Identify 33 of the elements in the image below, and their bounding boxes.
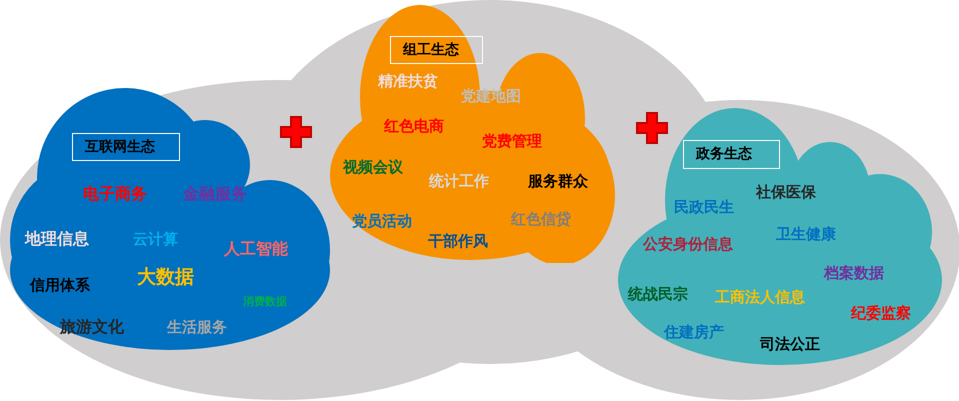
keyword-text: 卫生健康 [776, 225, 836, 243]
keyword-text: 档案数据 [824, 264, 884, 282]
keyword-text: 旅游文化 [60, 318, 124, 336]
keyword-text: 视频会议 [343, 158, 403, 176]
keyword-text: 社保医保 [756, 183, 816, 201]
heading-box: 组工生态 [390, 36, 483, 64]
keyword-text: 工商法人信息 [715, 288, 805, 306]
keyword-text: 统计工作 [429, 172, 489, 190]
keyword-text: 干部作风 [428, 232, 488, 250]
keyword-text: 民政民生 [674, 198, 734, 216]
heading-box: 互联网生态 [72, 133, 180, 161]
keyword-text: 生活服务 [167, 318, 227, 336]
heading-box: 政务生态 [683, 140, 780, 169]
keyword-text: 红色电商 [384, 117, 444, 135]
keyword-text: 消费数据 [243, 294, 287, 310]
keyword-text: 纪委监察 [851, 304, 911, 322]
keyword-text: 云计算 [133, 230, 178, 248]
keyword-text: 精准扶贫 [378, 72, 438, 90]
keyword-text: 司法公正 [760, 335, 820, 353]
keyword-text: 信用体系 [30, 276, 90, 294]
keyword-text: 党员活动 [352, 212, 412, 230]
keyword-text: 金融服务 [183, 185, 247, 203]
keyword-text: 党建地图 [461, 87, 521, 105]
keyword-text: 红色信贷 [511, 210, 571, 228]
keyword-text: 大数据 [137, 268, 194, 286]
keyword-text: 统战民宗 [628, 285, 688, 303]
keyword-text: 服务群众 [528, 172, 588, 190]
keyword-text: 人工智能 [224, 240, 288, 258]
keyword-text: 电子商务 [83, 185, 147, 203]
keyword-text: 住建房产 [664, 323, 724, 341]
keyword-text: 党费管理 [482, 132, 542, 150]
keyword-text: 地理信息 [25, 230, 89, 248]
keyword-text: 公安身份信息 [643, 235, 733, 253]
